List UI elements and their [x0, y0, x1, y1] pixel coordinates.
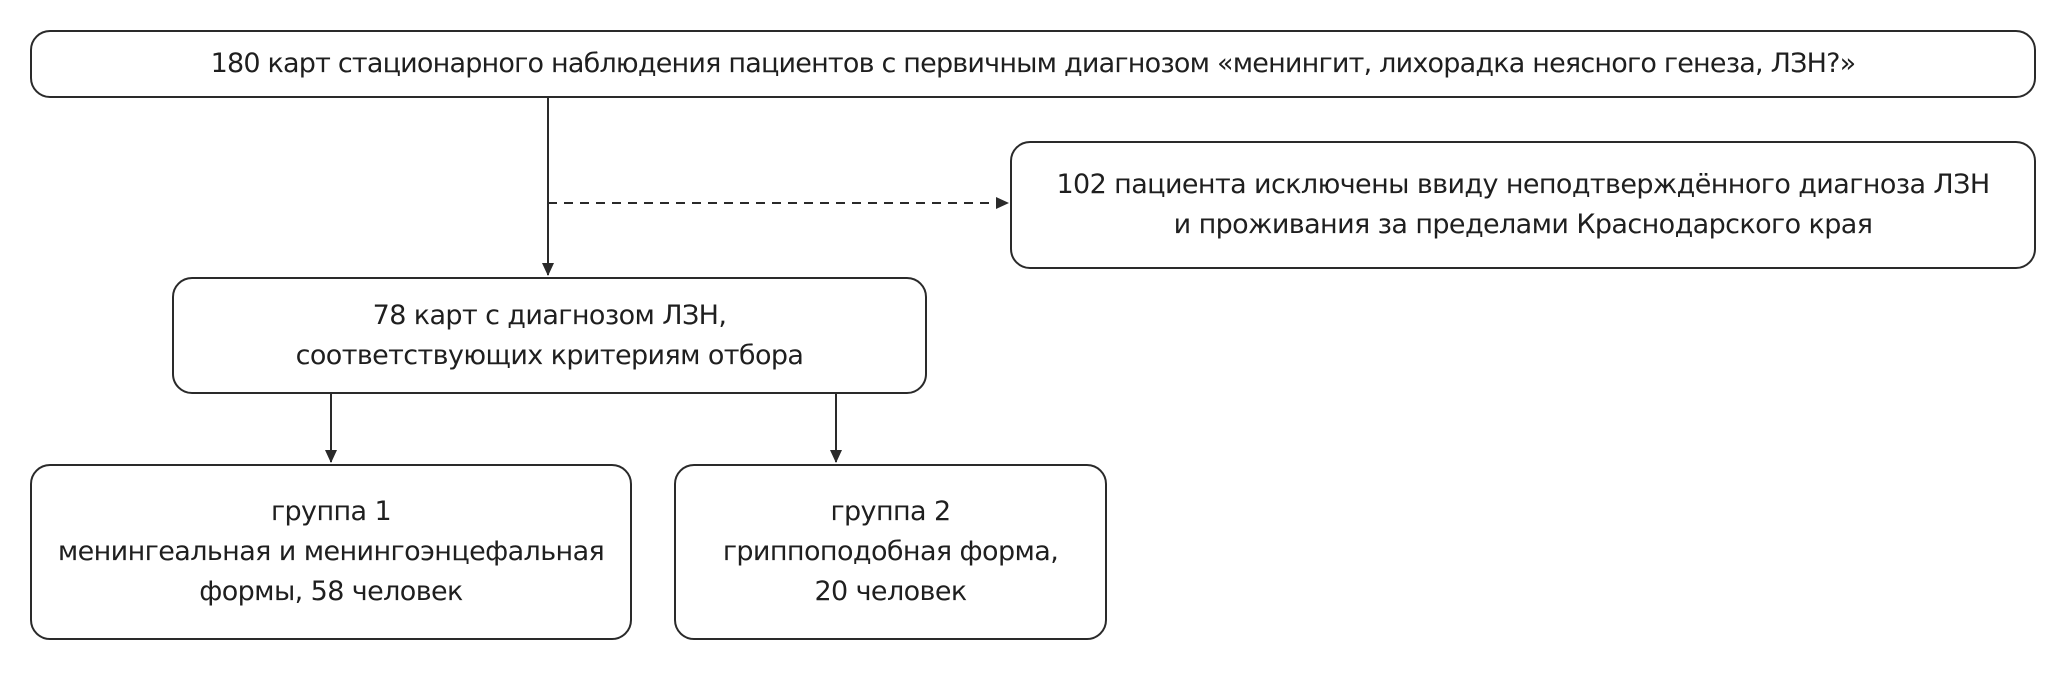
excluded-patients-box: 102 пациента исключены ввиду неподтвержд…: [1010, 141, 2036, 269]
initial-records-box: 180 карт стационарного наблюдения пациен…: [30, 30, 2036, 98]
excluded-text-line-1: 102 пациента исключены ввиду неподтвержд…: [1056, 169, 1990, 200]
group-2-title: группа 2: [830, 496, 951, 527]
group-2-box: группа 2 гриппоподобная форма, 20 челове…: [674, 464, 1107, 640]
selected-text-line-2: соответствующих критериям отбора: [295, 339, 804, 371]
group-2-text-line-2: гриппоподобная форма,: [722, 536, 1059, 567]
selected-text-line-1: 78 карт с диагнозом ЛЗН,: [372, 299, 727, 331]
group-1-title: группа 1: [270, 496, 392, 527]
group-1-box: группа 1 менингеальная и менингоэнцефаль…: [30, 464, 632, 640]
group-2-text-line-3: 20 человек: [814, 576, 967, 607]
selected-records-box: 78 карт с диагнозом ЛЗН, соответствующих…: [172, 277, 927, 394]
group-1-text-line-3: формы, 58 человек: [199, 576, 463, 607]
group-1-text-line-2: менингеальная и менингоэнцефальная: [57, 536, 605, 567]
excluded-text-line-2: и проживания за пределами Краснодарского…: [1173, 209, 1873, 240]
initial-records-text: 180 карт стационарного наблюдения пациен…: [210, 48, 1857, 79]
